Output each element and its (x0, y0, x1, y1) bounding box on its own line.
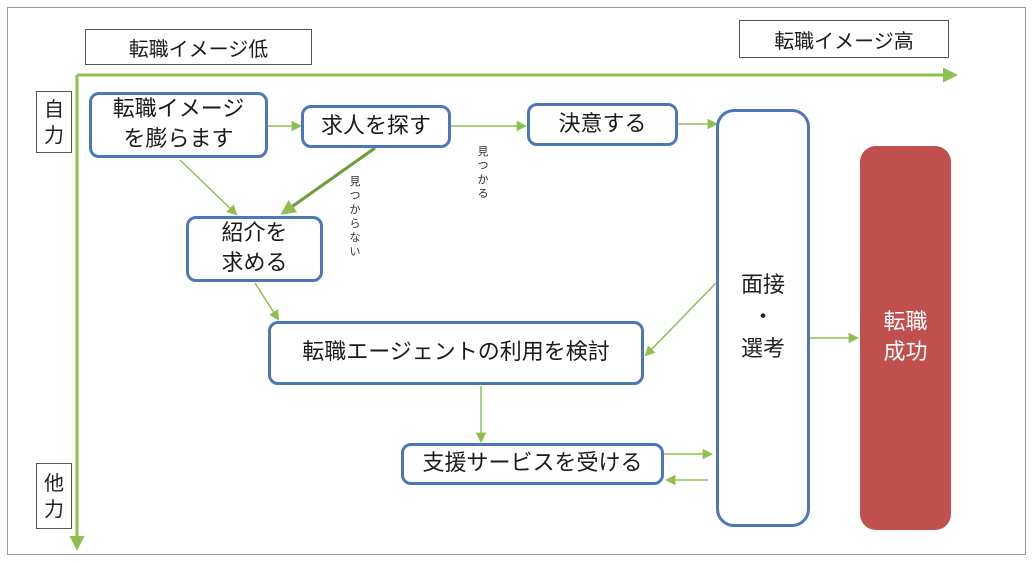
job-search-node: 求人を探す (301, 105, 451, 148)
not-found-note: 見つからない (349, 175, 361, 258)
expand-image-node: 転職イメージ を膨らます (89, 92, 268, 158)
diagram-frame (7, 7, 1026, 555)
arrow-search-to-referral (280, 146, 376, 215)
low-image-label: 転職イメージ低 (85, 29, 312, 65)
self-power-label: 自 力 (36, 91, 72, 153)
other-power-label: 他 力 (36, 463, 72, 529)
decide-node: 決意する (527, 103, 678, 146)
receive-support-node: 支援サービスを受ける (401, 443, 664, 485)
found-note: 見つかる (477, 145, 489, 200)
success-node: 転職 成功 (860, 146, 951, 530)
arrow-referral-to-agent (254, 282, 280, 321)
high-image-label: 転職イメージ高 (739, 20, 949, 58)
arrow-interview-to-agent (644, 282, 717, 357)
agent-consider-node: 転職エージェントの利用を検討 (268, 321, 644, 385)
arrow-expand-to-referral (179, 159, 238, 216)
interview-node: 面接 ・ 選考 (716, 109, 810, 527)
referral-node: 紹介を 求める (186, 216, 323, 282)
